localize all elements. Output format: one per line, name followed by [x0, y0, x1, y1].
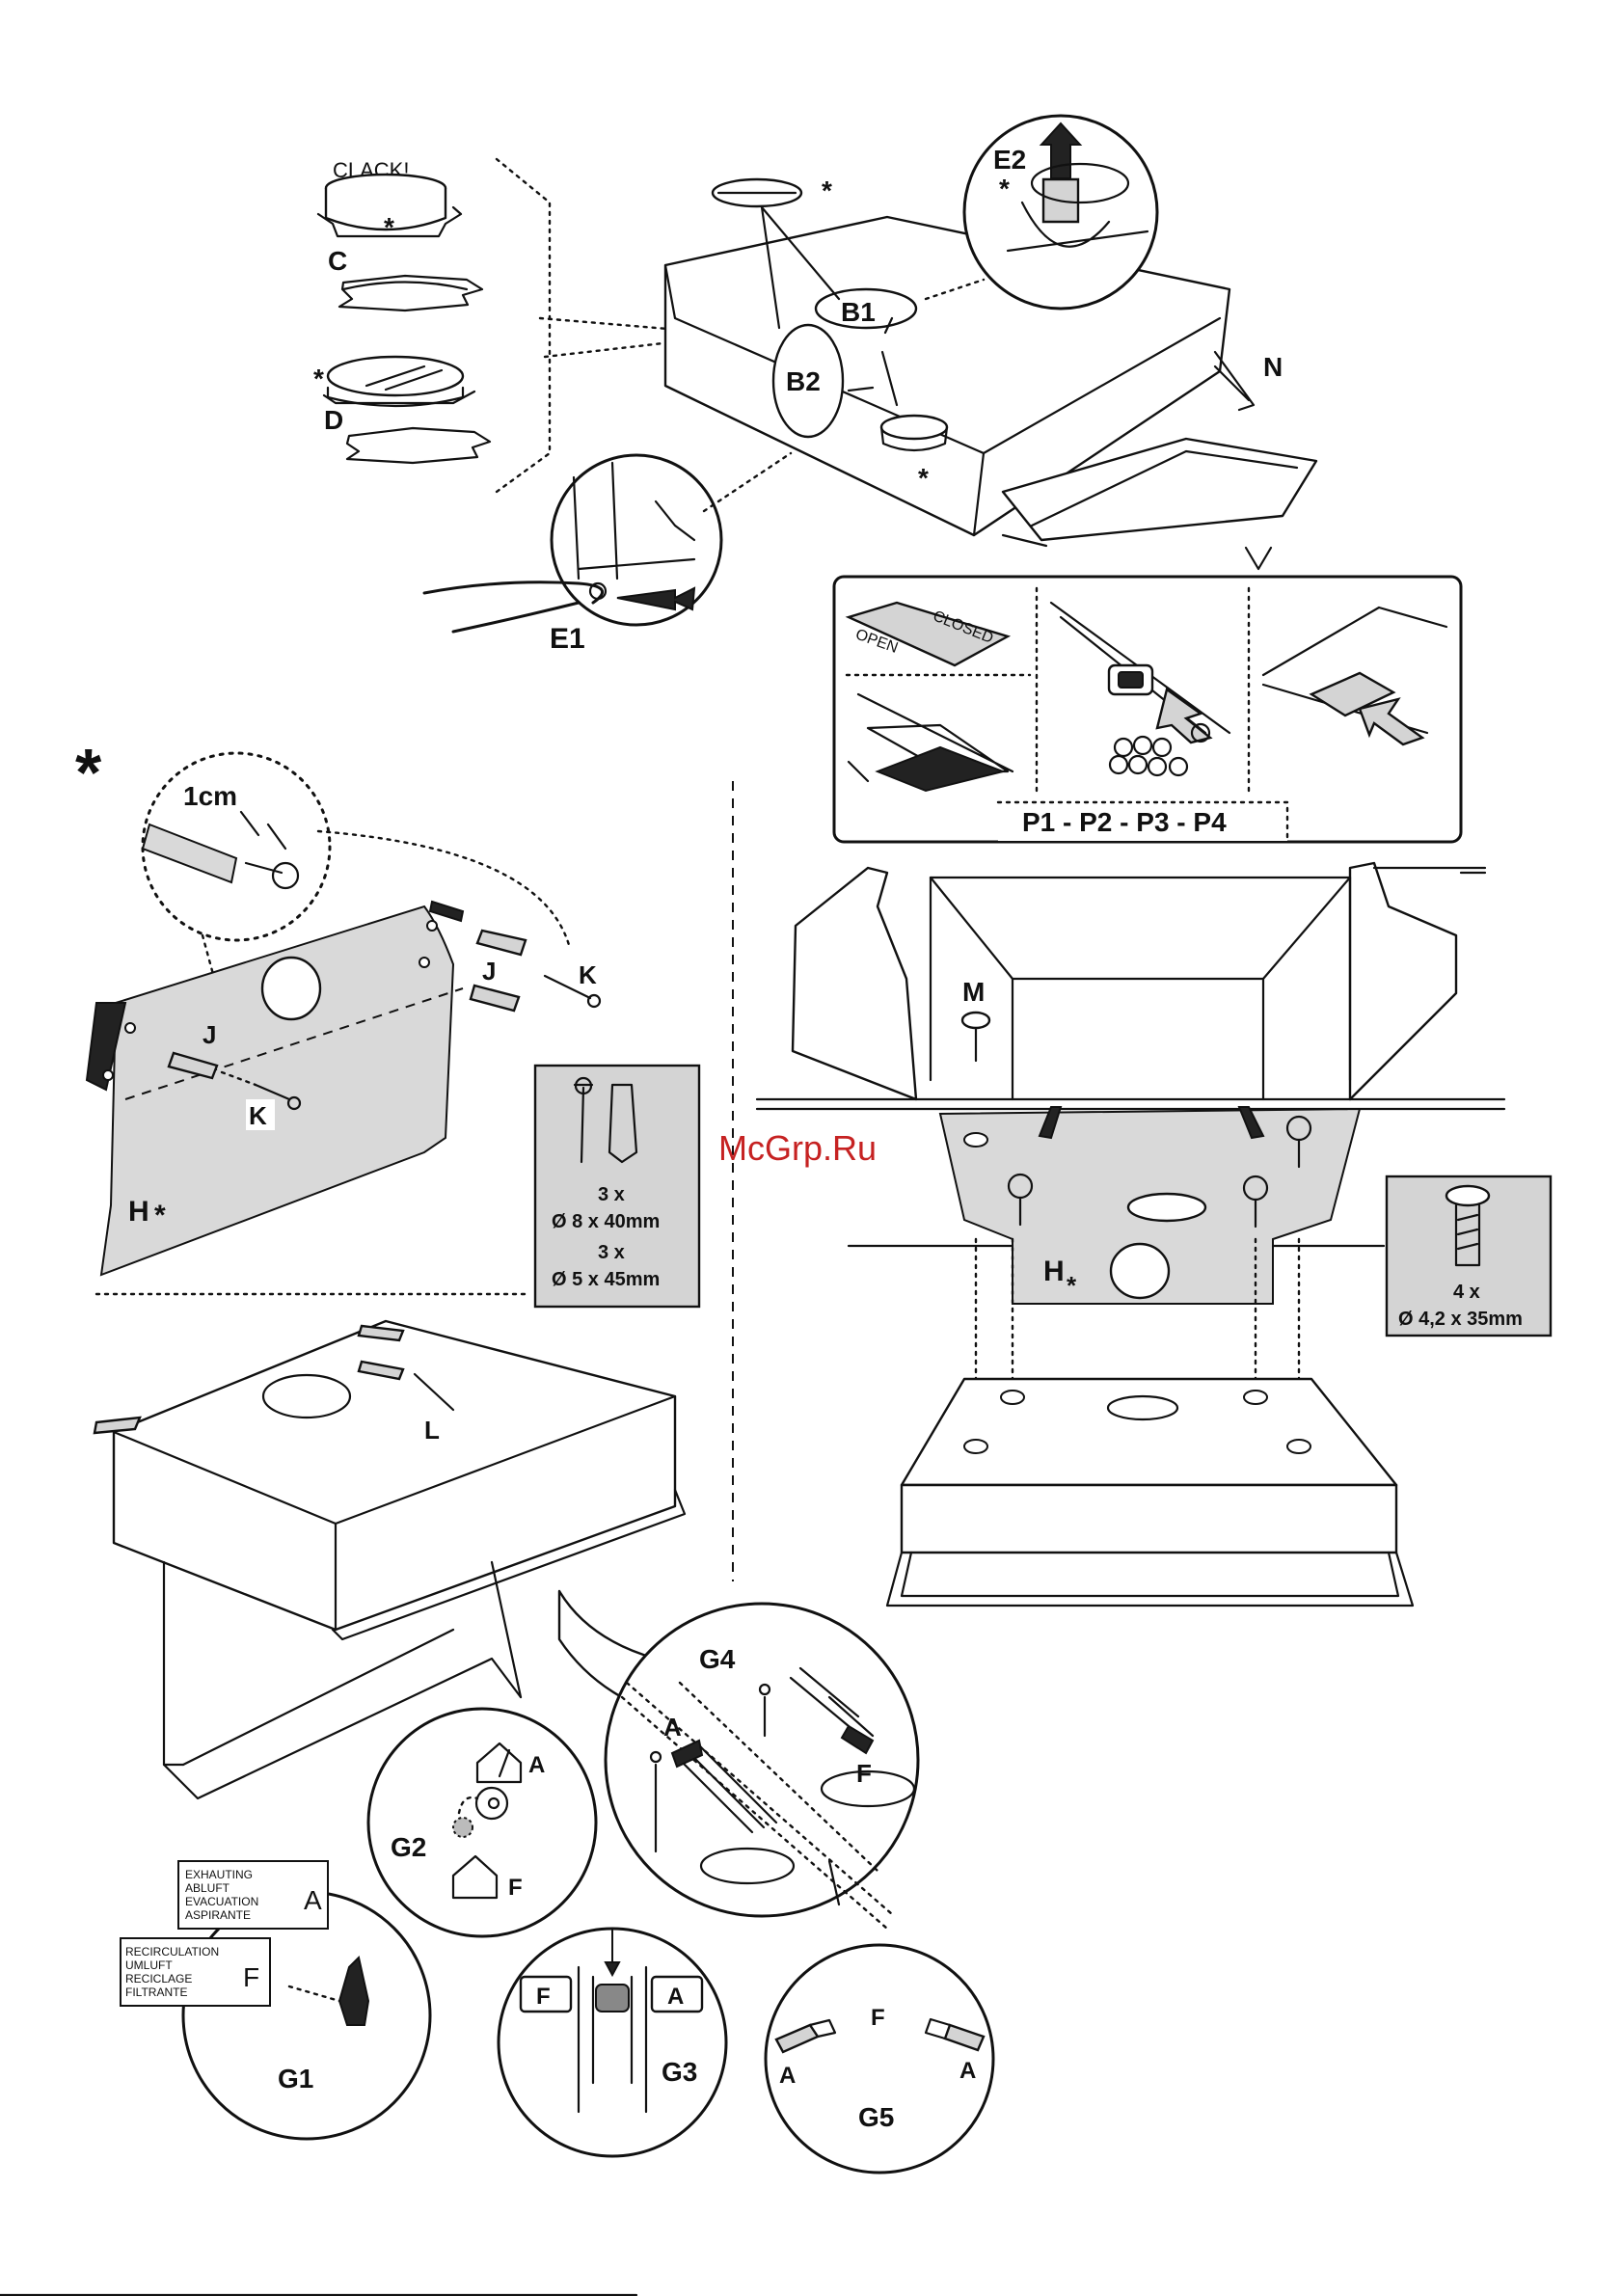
g3-label: G3	[662, 2057, 697, 2087]
m-label: M	[962, 977, 985, 1007]
g1-exhaust-line2: ABLUFT	[185, 1881, 230, 1895]
e2-label: E2	[993, 145, 1026, 175]
screw-box: 4 x Ø 4,2 x 35mm	[1387, 1176, 1551, 1336]
ring-d-asterisk: *	[313, 364, 324, 393]
watermark: McGrp.Ru	[718, 1128, 877, 1168]
g1-exhaust-line3: EVACUATION	[185, 1895, 258, 1908]
g2-detail: G2 A F	[368, 1709, 596, 1936]
fixing-spec-1: Ø 8 x 40mm	[552, 1211, 660, 1232]
e1-detail: E1	[424, 453, 791, 655]
g5-detail: F A A G5	[766, 1945, 993, 2173]
k-label-left: K	[249, 1101, 267, 1130]
g2-f-label: F	[508, 1875, 523, 1901]
ring-c-group: CLACK! * C	[318, 158, 482, 311]
fixing-qty-1: 3 x	[598, 1184, 625, 1205]
g2-a-label: A	[528, 1752, 545, 1778]
g3-a-label: A	[667, 1984, 684, 2010]
h-asterisk-left: *	[154, 1200, 166, 1231]
ring-d-label: D	[324, 405, 343, 435]
e1-label: E1	[550, 623, 585, 655]
g1-recirc-line4: FILTRANTE	[125, 1985, 187, 1999]
g3-detail: F A G3	[499, 1929, 726, 2156]
j-label-left: J	[203, 1020, 216, 1049]
g1-recirc-line3: RECICLAGE	[125, 1972, 192, 1985]
hood-lower-right	[887, 1379, 1413, 1606]
screw-qty: 4 x	[1453, 1282, 1480, 1303]
hood-wall-mount: L	[95, 1321, 685, 1798]
g5-f-label: F	[871, 2005, 885, 2031]
fixing-qty-2: 3 x	[598, 1242, 625, 1263]
g1-recirc-letter: F	[243, 1962, 259, 1992]
g4-a-label: A	[663, 1713, 682, 1742]
cap-asterisk: *	[822, 176, 832, 205]
ring-c-label: C	[328, 246, 347, 276]
h-label-right: H	[1043, 1256, 1065, 1287]
filter-panel: OPEN CLOSED P1 - P2 - P3 - P4	[834, 548, 1461, 842]
one-cm-label: 1cm	[183, 781, 237, 811]
outlet-b2-label: B2	[786, 366, 821, 396]
g5-a-right: A	[959, 2058, 976, 2084]
e2-detail: E2 *	[964, 116, 1157, 309]
fixings-box: 3 x Ø 8 x 40mm 3 x Ø 5 x 45mm	[535, 1066, 699, 1307]
g1-exhaust-line1: EXHAUTING	[185, 1868, 253, 1881]
filter-panel-label: P1 - P2 - P3 - P4	[1022, 807, 1227, 837]
ring-callout-bracket	[497, 159, 550, 492]
anchor-detail: 1cm	[143, 753, 330, 940]
g1-exhaust-letter: A	[304, 1885, 322, 1915]
g1-recirc-line1: RECIRCULATION	[125, 1945, 219, 1958]
ring-d-group: * D	[313, 357, 490, 463]
g4-label: G4	[699, 1644, 736, 1674]
g4-detail: G4 F A	[559, 1591, 918, 1929]
collar-asterisk: *	[918, 463, 929, 493]
screw-spec: Ø 4,2 x 35mm	[1398, 1309, 1523, 1330]
big-asterisk: *	[75, 735, 102, 810]
g4-f-label: F	[856, 1759, 872, 1788]
h-asterisk-right: *	[1067, 1271, 1077, 1300]
e2-asterisk: *	[999, 174, 1010, 203]
outlet-b1-label: B1	[841, 297, 876, 327]
g5-label: G5	[858, 2102, 894, 2132]
n-label: N	[1263, 352, 1283, 382]
l-label: L	[424, 1416, 440, 1445]
g3-f-label: F	[536, 1984, 551, 2010]
j-label-right: J	[482, 957, 496, 986]
g1-detail: EXHAUTING ABLUFT EVACUATION ASPIRANTE A …	[121, 1861, 430, 2139]
g5-a-left: A	[779, 2063, 796, 2089]
fixing-spec-2: Ø 5 x 45mm	[552, 1269, 660, 1290]
ring-c-asterisk: *	[384, 212, 394, 242]
g1-recirc-line2: UMLUFT	[125, 1958, 173, 1972]
h-label-left: H	[128, 1196, 149, 1228]
g1-label: G1	[278, 2064, 313, 2093]
g2-label: G2	[391, 1832, 426, 1862]
g1-exhaust-line4: ASPIRANTE	[185, 1908, 251, 1922]
wall-plate-h: H *	[87, 902, 463, 1275]
k-label-right: K	[579, 960, 597, 989]
